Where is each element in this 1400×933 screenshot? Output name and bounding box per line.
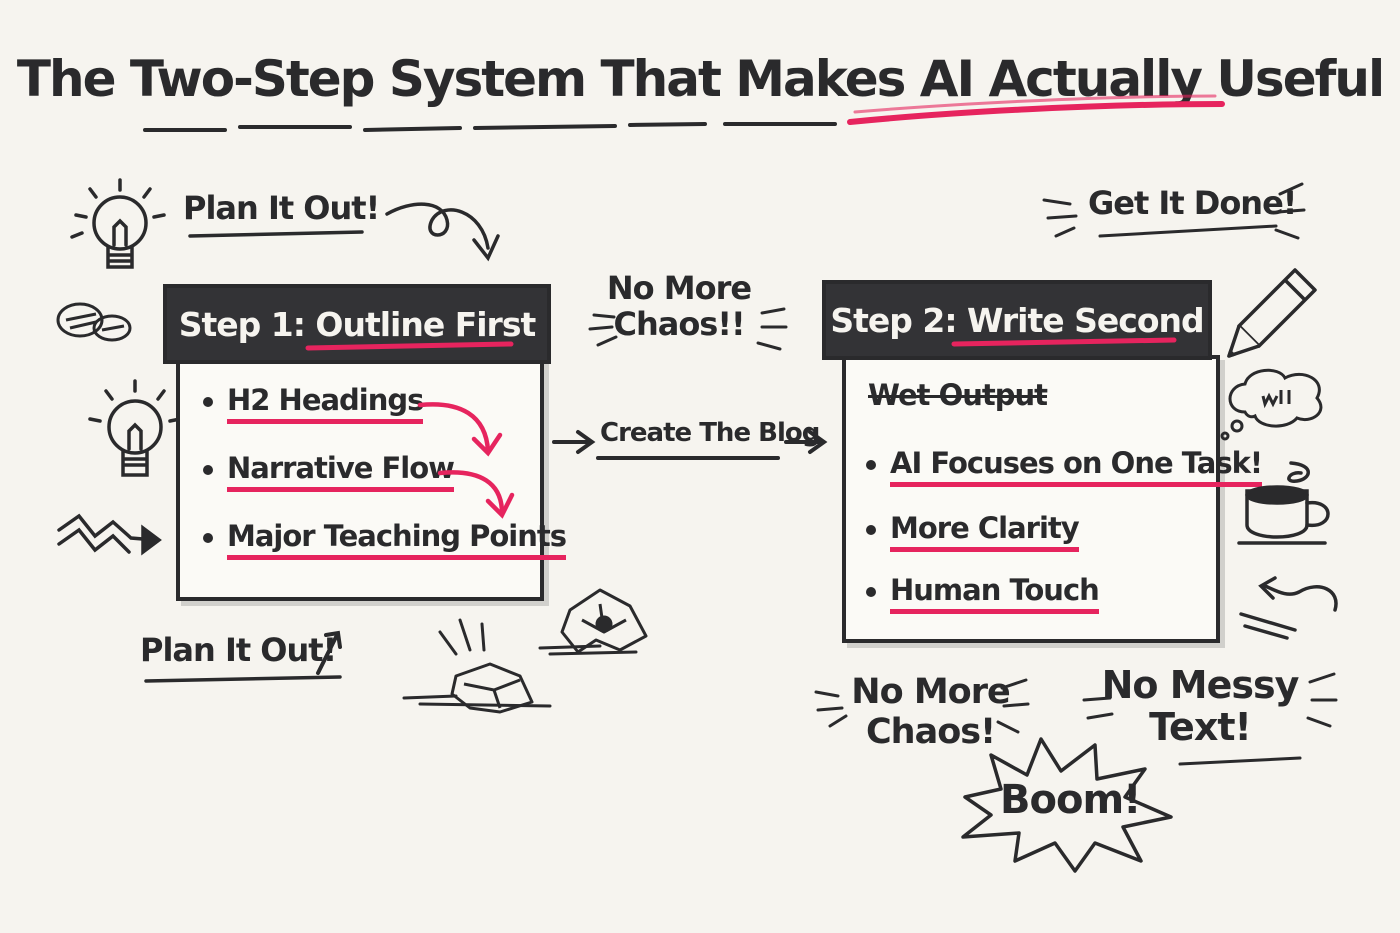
step2-item-clarity: More Clarity [866, 511, 1080, 552]
step1-item-label: Major Teaching Points [227, 519, 567, 560]
step1-item-points: Major Teaching Points [203, 519, 567, 560]
no-more-chaos-middle-label: No More Chaos!! [606, 269, 752, 343]
thought-bubble-icon [1220, 368, 1323, 441]
chaos-burst-lines [588, 307, 788, 351]
curved-arrow-icon [1239, 576, 1338, 640]
messy-burst-lines [1082, 672, 1338, 766]
flow-arrows-icon [417, 402, 515, 519]
create-blog-arrow [552, 430, 828, 460]
bullet-dot [866, 525, 876, 535]
lightbulb-icon [70, 178, 166, 269]
no-messy-text-label: No Messy Text! [1101, 663, 1300, 749]
scribble-icon [56, 302, 132, 342]
boom-label: Boom! [1000, 777, 1141, 823]
crumpled-paper-icon [402, 588, 648, 714]
bullet-dot [203, 533, 213, 543]
step2-item-human: Human Touch [866, 573, 1100, 614]
coffee-cup-icon [1237, 461, 1330, 545]
zigzag-arrow-icon [57, 513, 162, 556]
step2-heading: Step 2: Write Second [822, 280, 1212, 360]
plan-it-out-top-label: Plan It Out! [183, 189, 380, 227]
page-title: The Two-Step System That Makes AI Actual… [16, 50, 1385, 108]
step2-item-focus: AI Focuses on One Task! [866, 446, 1263, 487]
step2-panel [842, 355, 1220, 643]
step2-item-label: Human Touch [890, 573, 1100, 614]
step1-item-flow: Narrative Flow [203, 451, 455, 492]
plan-arrow-icon [188, 202, 500, 262]
plan-it-out-bottom-label: Plan It Out! [140, 631, 337, 669]
create-blog-label: Create The Blog [600, 418, 820, 448]
bullet-dot [866, 587, 876, 597]
done-burst-lines [1042, 182, 1306, 240]
step2-struck-item: Wet Output [868, 378, 1048, 412]
bullet-dot [866, 460, 876, 470]
chaos-burst-lines-2 [814, 678, 1030, 734]
get-it-done-label: Get It Done! [1088, 184, 1297, 222]
step2-heading-underline [951, 337, 1177, 347]
step1-heading: Step 1: Outline First [163, 284, 551, 364]
bullet-dot [203, 397, 213, 407]
bullet-dot [203, 465, 213, 475]
step1-heading-underline [305, 341, 514, 351]
pencil-icon [1227, 268, 1317, 358]
lightbulb-icon-2 [88, 379, 182, 477]
step1-item-label: Narrative Flow [227, 451, 455, 492]
no-more-chaos-bottom-label: No More Chaos! [851, 672, 1010, 752]
plan-bottom-underline [144, 630, 342, 683]
step2-item-label: More Clarity [890, 511, 1080, 552]
step1-item-label: H2 Headings [227, 383, 424, 424]
step2-item-label: AI Focuses on One Task! [890, 446, 1263, 487]
step1-item-h2: H2 Headings [203, 383, 424, 424]
boom-burst-icon [961, 737, 1173, 873]
